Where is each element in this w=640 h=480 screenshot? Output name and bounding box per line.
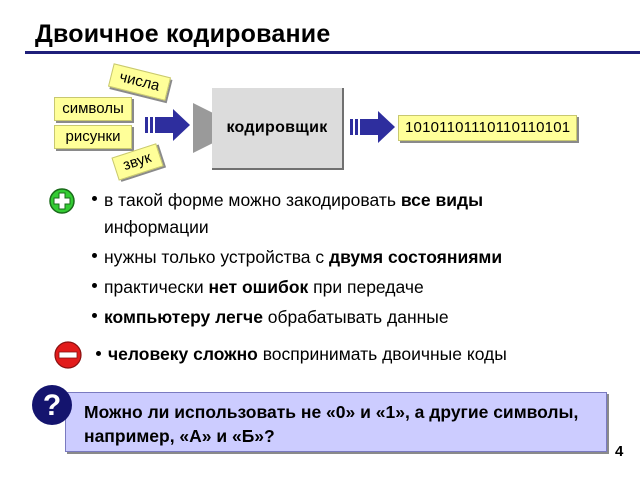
output-arrow-icon — [350, 111, 395, 143]
slide-title: Двоичное кодирование — [35, 20, 331, 48]
title-underline — [25, 51, 640, 54]
binary-output-code: 10101101110110110101 — [398, 115, 578, 141]
svg-text:?: ? — [43, 389, 61, 422]
pros-item: компьютеру легче обрабатывать данные — [92, 304, 592, 331]
input-tag-numbers: числа — [107, 63, 171, 101]
question-mark-icon: ? — [32, 385, 72, 425]
cons-list: человеку сложно воспринимать двоичные ко… — [96, 342, 576, 367]
pros-item: нужны только устройства с двумя состояни… — [92, 244, 592, 271]
page-number: 4 — [615, 443, 624, 460]
pros-item: практически нет ошибок при передаче — [92, 274, 592, 301]
pros-item: в такой форме можно закодировать все вид… — [92, 187, 592, 241]
input-tag-symbols: символы — [54, 97, 132, 121]
input-tag-pictures: рисунки — [54, 125, 132, 149]
plus-icon — [49, 188, 75, 214]
encoder-funnel-icon — [193, 103, 213, 153]
encoder-box: кодировщик — [212, 88, 344, 170]
pros-list: в такой форме можно закодировать все вид… — [92, 187, 592, 334]
question-box — [65, 392, 607, 452]
input-arrow-icon — [145, 109, 190, 141]
cons-item: человеку сложно воспринимать двоичные ко… — [96, 342, 576, 367]
question-text: Можно ли использовать не «0» и «1», а др… — [84, 402, 579, 446]
minus-icon — [54, 341, 82, 369]
encoder-label: кодировщик — [226, 119, 328, 136]
